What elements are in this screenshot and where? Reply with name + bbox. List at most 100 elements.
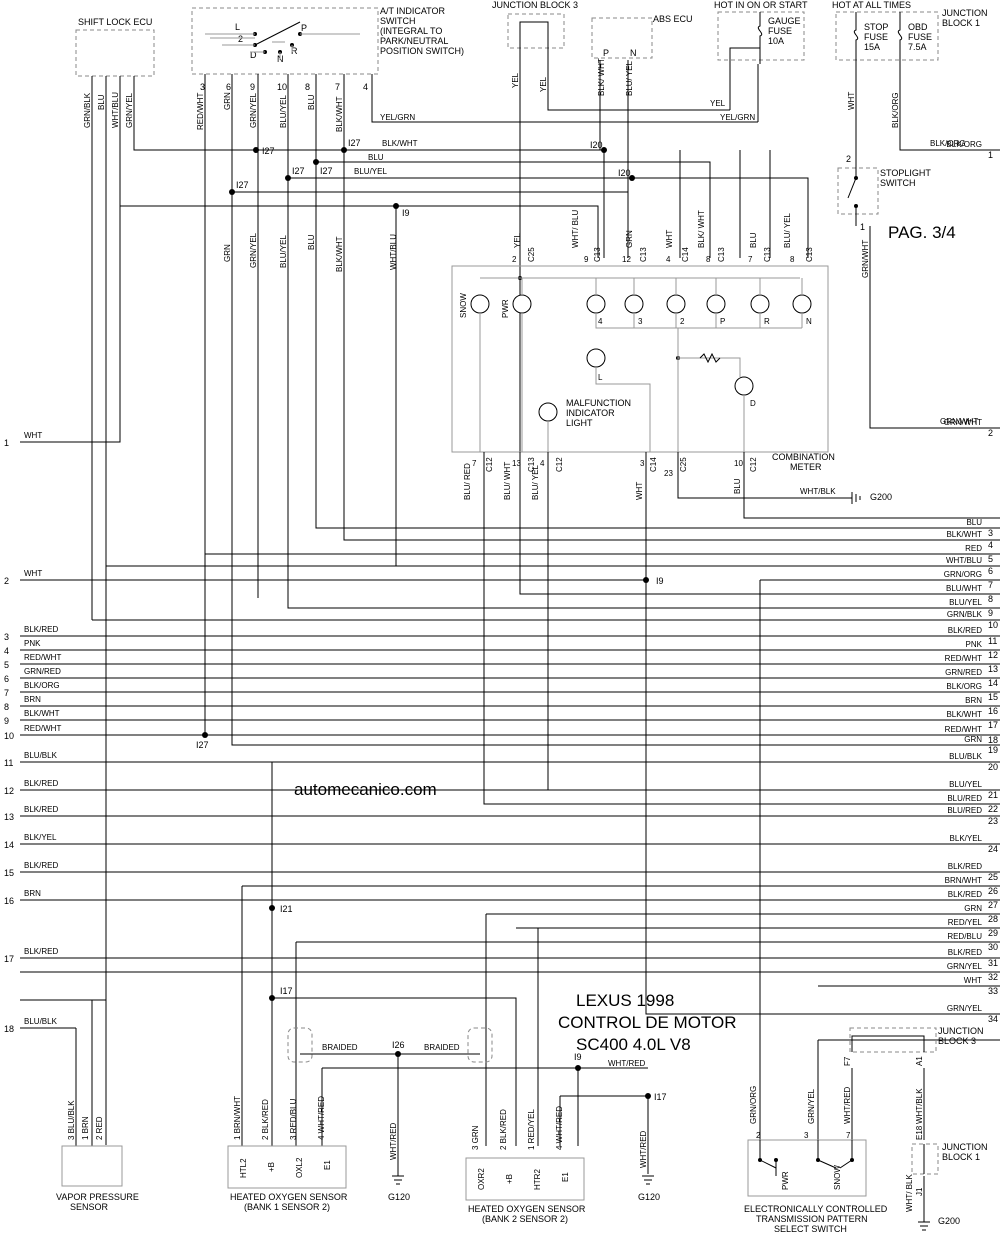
- right-terminal-wire-label: BLK/ORG: [946, 682, 982, 691]
- svg-text:WHT: WHT: [847, 92, 856, 110]
- right-terminal-wire-label: RED/BLU: [947, 932, 982, 941]
- junction-block-3-top-label: JUNCTION BLOCK 3: [492, 0, 578, 10]
- svg-text:GRN/YEL: GRN/YEL: [125, 92, 134, 128]
- svg-text:I27: I27: [196, 740, 209, 750]
- svg-text:BLU/ YEL: BLU/ YEL: [531, 464, 540, 500]
- right-terminal-number: 18: [988, 735, 998, 745]
- right-terminal-number: 32: [988, 972, 998, 982]
- gear-l-bulb-icon: [586, 348, 606, 368]
- left-terminal-wire-label: BRN: [24, 889, 41, 898]
- bus-wires: [20, 206, 1000, 1222]
- svg-text:4: 4: [666, 255, 671, 264]
- svg-text:N: N: [630, 48, 637, 58]
- svg-text:R: R: [764, 317, 770, 326]
- svg-text:(INTEGRAL TO: (INTEGRAL TO: [380, 26, 442, 36]
- left-terminal-wire-label: PNK: [24, 639, 41, 648]
- svg-text:SENSOR: SENSOR: [70, 1202, 109, 1212]
- junction-block-3-bot-label: JUNCTION BLOCK 3: [938, 1026, 984, 1046]
- svg-text:BLU: BLU: [368, 153, 384, 162]
- left-terminal-number: 7: [4, 688, 9, 698]
- left-terminal-number: 8: [4, 702, 9, 712]
- svg-text:YEL: YEL: [539, 76, 548, 92]
- left-terminal-wire-label: BLK/RED: [24, 625, 58, 634]
- svg-text:4: 4: [363, 82, 368, 92]
- right-terminal-wire-label: BRN: [965, 696, 982, 705]
- svg-text:BLU: BLU: [307, 94, 316, 110]
- top-vertical-wires: [91, 48, 1000, 1145]
- svg-text:BLU: BLU: [733, 478, 742, 494]
- svg-text:WHT: WHT: [665, 230, 674, 248]
- right-terminal-number: 20: [988, 762, 998, 772]
- g200-top-label: G200: [870, 492, 892, 502]
- svg-text:2 BLK/RED: 2 BLK/RED: [499, 1109, 508, 1150]
- svg-text:FUSE: FUSE: [864, 32, 888, 42]
- svg-text:8: 8: [305, 82, 310, 92]
- svg-text:GRN/WHT: GRN/WHT: [940, 417, 978, 426]
- vapor-pressure-sensor-box: [61, 1145, 123, 1187]
- left-terminal-wire-label: BLU/BLK: [24, 751, 58, 760]
- svg-text:BLU/YEL: BLU/YEL: [279, 95, 288, 128]
- g120-right-label: G120: [638, 1192, 660, 1202]
- left-terminal-list: 1WHT2WHT3BLK/RED4PNK5RED/WHT6GRN/RED7BLK…: [4, 431, 61, 1034]
- junction-block-1-bot-box: [911, 1143, 939, 1175]
- svg-text:C14: C14: [649, 457, 658, 472]
- left-terminal-number: 4: [4, 646, 9, 656]
- svg-text:CONTROL DE MOTOR: CONTROL DE MOTOR: [558, 1013, 737, 1032]
- right-terminal-number: 31: [988, 958, 998, 968]
- svg-text:YEL/GRN: YEL/GRN: [380, 113, 415, 122]
- svg-text:WHT/RED: WHT/RED: [389, 1122, 398, 1160]
- svg-text:3 RED/BLU: 3 RED/BLU: [289, 1098, 298, 1140]
- svg-text:P: P: [301, 23, 307, 33]
- stop-fuse-label: STOP FUSE 15A: [864, 22, 888, 52]
- right-terminal-wire-label: BLU/BLK: [949, 752, 983, 761]
- svg-text:TRANSMISSION PATTERN: TRANSMISSION PATTERN: [756, 1214, 868, 1224]
- left-terminal-number: 12: [4, 786, 14, 796]
- gauge-fuse-label: GAUGE FUSE 10A: [768, 16, 801, 46]
- svg-text:FUSE: FUSE: [768, 26, 792, 36]
- left-terminal-wire-label: BLU/BLK: [24, 1017, 58, 1026]
- svg-text:I26: I26: [392, 1040, 405, 1050]
- right-terminal-wire-label: GRN/YEL: [947, 1004, 983, 1013]
- right-terminal-wire-label: BRN/WHT: [945, 876, 982, 885]
- right-terminal-wire-label: GRN/RED: [945, 668, 982, 677]
- right-terminal-number: 21: [988, 790, 998, 800]
- svg-text:PWR: PWR: [501, 299, 510, 318]
- ect-pattern-switch-box: [747, 1139, 867, 1197]
- svg-text:12: 12: [622, 255, 631, 264]
- svg-text:BLK/ORG: BLK/ORG: [891, 92, 900, 128]
- left-terminal-wire-label: BLK/WHT: [24, 709, 60, 718]
- abs-ecu-box: [591, 17, 653, 59]
- svg-text:I21: I21: [280, 904, 293, 914]
- svg-text:GRN: GRN: [223, 244, 232, 262]
- svg-text:BLU/ WHT: BLU/ WHT: [503, 462, 512, 500]
- svg-text:P: P: [603, 48, 609, 58]
- svg-text:15A: 15A: [864, 42, 880, 52]
- right-terminal-wire-label: RED: [965, 544, 982, 553]
- left-terminal-number: 11: [4, 758, 13, 768]
- svg-text:I9: I9: [402, 208, 410, 218]
- braided-label-1: BRAIDED: [322, 1043, 358, 1052]
- svg-text:GRN/YEL: GRN/YEL: [249, 232, 258, 268]
- svg-text:C12: C12: [749, 457, 758, 472]
- svg-text:4 WHT/RED: 4 WHT/RED: [555, 1106, 564, 1150]
- meter-internal-wires: [479, 277, 803, 452]
- svg-text:VAPOR PRESSURE: VAPOR PRESSURE: [56, 1192, 139, 1202]
- svg-text:I9: I9: [574, 1052, 582, 1062]
- svg-text:C13: C13: [593, 247, 602, 262]
- svg-text:10: 10: [277, 82, 287, 92]
- svg-text:3: 3: [638, 317, 643, 326]
- right-terminal-wire-label: BLK/RED: [948, 948, 982, 957]
- stoplight-switch-label: STOPLIGHT SWITCH: [880, 168, 931, 188]
- right-terminal-number: 29: [988, 928, 998, 938]
- svg-text:RED/WHT: RED/WHT: [196, 93, 205, 130]
- svg-text:BLU/YEL: BLU/YEL: [354, 167, 387, 176]
- svg-text:4 WHT/RED: 4 WHT/RED: [317, 1096, 326, 1140]
- svg-text:YEL/GRN: YEL/GRN: [720, 113, 755, 122]
- svg-text:JUNCTION: JUNCTION: [942, 8, 988, 18]
- svg-text:WHT/RED: WHT/RED: [639, 1130, 648, 1168]
- svg-text:E1: E1: [561, 1172, 570, 1182]
- svg-text:C14: C14: [681, 247, 690, 262]
- svg-text:HTR2: HTR2: [533, 1169, 542, 1190]
